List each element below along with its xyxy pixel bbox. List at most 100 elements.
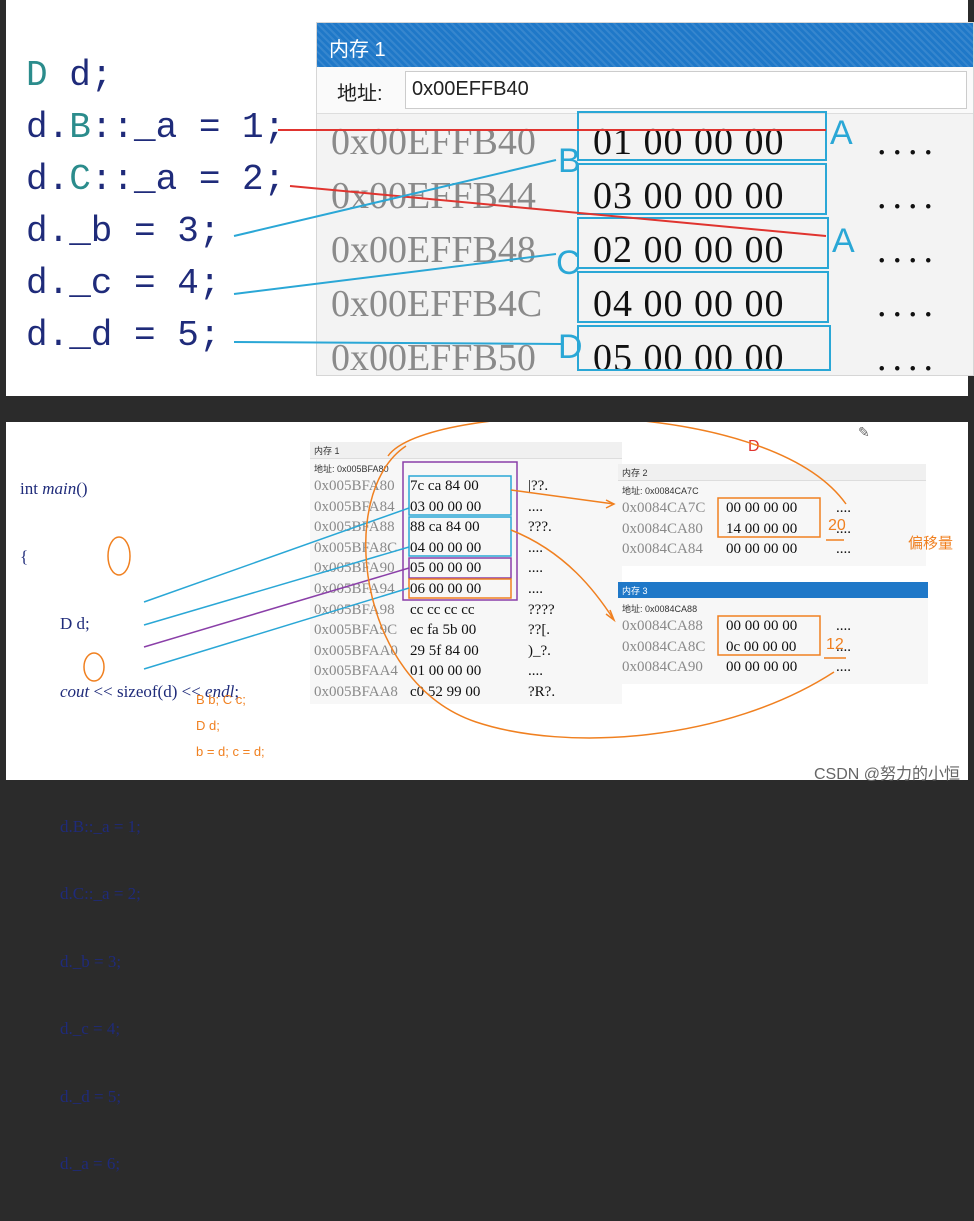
top-panel: D d; d.B::_a = 1; d.C::_a = 2; d._b = 3;… xyxy=(6,0,974,396)
address-bar[interactable]: 地址: 0x005BFA80 xyxy=(314,462,389,475)
memory-window-title: 内存 2 xyxy=(622,468,648,478)
memory-address: 0x005BFAA4 xyxy=(314,663,398,680)
highlight-box-b xyxy=(577,163,827,215)
note-line: D d; xyxy=(196,718,220,733)
code-line: d._d = 5; xyxy=(26,315,221,356)
arrow-head xyxy=(605,499,616,509)
note-line: B b; C c; xyxy=(196,692,246,707)
memory-ascii: .... xyxy=(836,541,851,558)
code-line: d.B::_a = 1; xyxy=(26,107,286,148)
circle-mark xyxy=(83,652,105,682)
offset-label: 偏移量 xyxy=(908,535,954,552)
blue-arrow-line xyxy=(233,159,557,237)
highlight-box-c xyxy=(577,217,829,269)
memory-address: 0x005BFA94 xyxy=(314,581,395,597)
memory-bytes: 00 00 00 00 xyxy=(726,500,798,516)
memory-ascii: .... xyxy=(528,498,543,515)
memory-ascii: ???. xyxy=(528,519,552,536)
code-line: int main() xyxy=(20,479,88,498)
address-bar[interactable]: 地址: 0x0084CA7C xyxy=(622,484,699,497)
label-a: A xyxy=(830,114,853,152)
pencil-icon[interactable]: ✎ xyxy=(858,424,870,440)
label-d: D xyxy=(558,328,583,366)
memory-bytes: cc cc cc cc xyxy=(410,601,475,618)
label-d: D xyxy=(748,438,760,455)
code-line: { xyxy=(20,546,29,566)
purple-arrow-line xyxy=(143,567,410,648)
highlight-box-d xyxy=(577,325,831,371)
annotation-overlay-bottom xyxy=(83,422,847,739)
memory-ascii: .... xyxy=(836,638,851,655)
bottom-panel: int main() { D d; cout << sizeof(d) << e… xyxy=(6,422,968,1173)
note-line: b = d; c = d; xyxy=(196,744,265,759)
memory-window-title-bar[interactable]: 内存 3 xyxy=(618,582,928,598)
memory-address: 0x005BFA8C xyxy=(314,539,398,556)
annotation-overlay-top xyxy=(233,111,831,371)
memory-ascii: .... xyxy=(836,659,851,676)
highlight-box-a xyxy=(577,111,827,161)
memory-ascii: ???? xyxy=(528,601,555,618)
memory-window-title: 内存 3 xyxy=(622,586,648,596)
memory-ascii: |??. xyxy=(528,478,549,494)
handwritten-offset-12: 12 xyxy=(826,636,844,653)
memory-ascii: )_?. xyxy=(528,642,551,659)
code-line: d._b = 3; xyxy=(60,951,122,971)
highlight-box-c2 xyxy=(577,271,829,323)
vbtable-box xyxy=(717,615,821,656)
red-arrow-line xyxy=(289,185,827,237)
blue-arrow-line xyxy=(143,507,410,603)
address-value: 0x00EFFB40 xyxy=(412,78,529,100)
memory-ascii: ??[. xyxy=(528,622,551,639)
blue-arrow-line xyxy=(143,587,410,670)
memory-address: 0x005BFAA0 xyxy=(314,642,398,659)
blue-arrow-line xyxy=(233,341,562,345)
highlight-box-c xyxy=(408,516,512,557)
memory-address: 0x005BFA9C xyxy=(314,622,398,639)
address-label: 地址: xyxy=(314,464,335,474)
highlight-box-b xyxy=(408,475,512,516)
memory-ascii: .... xyxy=(528,560,543,577)
code-line: d.C::_a = 2; xyxy=(60,884,141,903)
memory-address: 0x005BFAA8 xyxy=(314,684,398,700)
memory-window-title-bar[interactable]: 内存 1 xyxy=(317,23,973,67)
code-line: d._b = 3; xyxy=(26,211,221,252)
address-bar: 地址: 0x00EFFB40 xyxy=(317,67,973,114)
memory-window-title-bar[interactable]: 内存 2 xyxy=(618,464,926,481)
circle-mark xyxy=(107,536,131,576)
memory-bytes: 00 00 00 00 xyxy=(726,541,798,558)
orange-arrow xyxy=(510,489,615,505)
address-input[interactable]: 0x00EFFB40 xyxy=(405,71,967,109)
highlight-box-object xyxy=(402,461,518,601)
handwritten-offset-20: 20 xyxy=(828,517,846,534)
watermark: CSDN @努力的小恒 xyxy=(813,766,960,783)
memory-bytes: 7c ca 84 00 xyxy=(410,478,479,494)
address-label: 地址: xyxy=(622,604,643,614)
memory-address: 0x0084CA80 xyxy=(622,520,703,537)
memory-ascii: .... xyxy=(836,500,851,516)
code-line: D d; xyxy=(60,614,90,633)
memory-ascii: .... xyxy=(836,520,851,537)
address-label: 地址: xyxy=(337,83,383,105)
memory-bytes: 05 00 00 00 xyxy=(410,560,482,577)
label-a: A xyxy=(832,222,855,260)
memory-address: 0x0084CA90 xyxy=(622,659,703,676)
orange-curve xyxy=(364,445,835,739)
address-bar[interactable]: 地址: 0x0084CA88 xyxy=(622,602,697,615)
code-line: d._c = 4; xyxy=(60,1019,121,1038)
